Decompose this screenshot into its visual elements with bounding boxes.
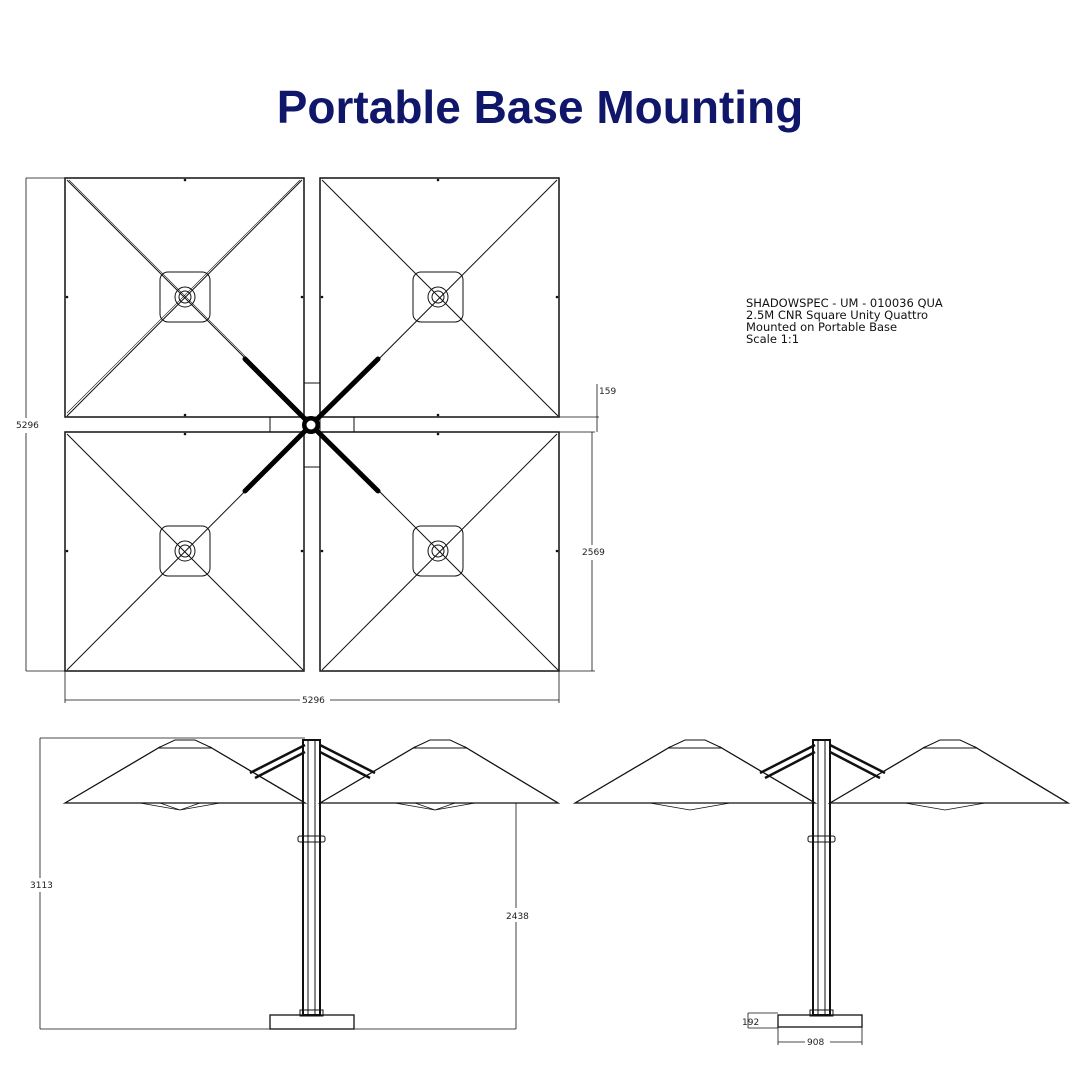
- canopy-top-right: [319, 177, 560, 418]
- canopy-right: [317, 739, 561, 811]
- edge-markers: [65, 178, 559, 553]
- dim-base-width: 908: [807, 1038, 824, 1048]
- spec-mounting: Mounted on Portable Base: [746, 320, 898, 334]
- spec-model: 2.5M CNR Square Unity Quattro: [746, 308, 929, 322]
- drawing-spec-block: SHADOWSPEC - UM - 010036 QUA 2.5M CNR Sq…: [746, 297, 943, 345]
- dim-clearance: 2438: [506, 912, 529, 922]
- spec-scale: Scale 1:1: [746, 332, 800, 346]
- plan-dimension-lines: [25, 177, 599, 703]
- dim-plan-width: 5296: [302, 696, 325, 706]
- dim-plan-height: 5296: [16, 421, 39, 431]
- elevation-view-dimensioned: [39, 737, 561, 1030]
- portable-base: [269, 1009, 355, 1030]
- dim-overall-height: 3113: [30, 881, 53, 891]
- dim-panel: 2569: [582, 548, 605, 558]
- dim-gap: 159: [599, 387, 616, 397]
- page-title: Portable Base Mounting: [276, 81, 804, 133]
- spec-code: SHADOWSPEC - UM - 010036 QUA: [746, 296, 943, 310]
- arms: [249, 743, 376, 780]
- canopy-bottom-right: [319, 431, 560, 672]
- mast: [297, 739, 326, 1016]
- plan-view: [25, 177, 599, 703]
- dim-base-height: 192: [742, 1018, 759, 1028]
- elevation-view-base: [572, 739, 1071, 1045]
- canopy-left: [62, 739, 308, 811]
- support-arms: [242, 356, 381, 494]
